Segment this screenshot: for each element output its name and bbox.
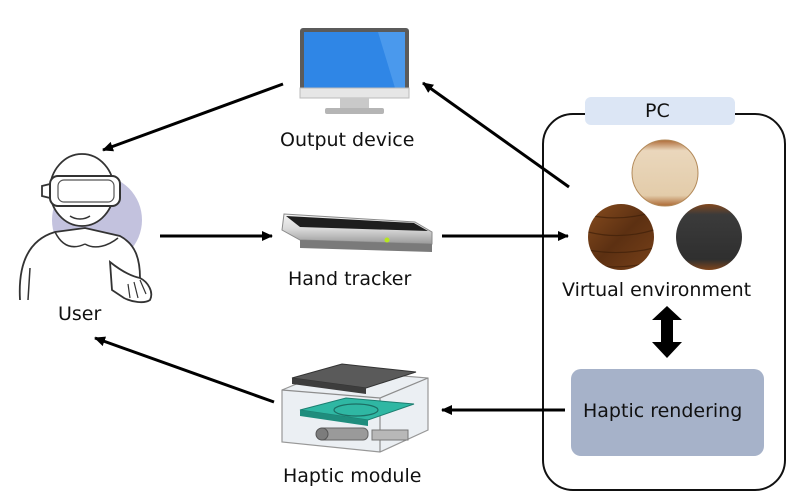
pc-tab (585, 97, 735, 125)
bidirectional-arrow (652, 306, 682, 358)
vr-user-icon (18, 153, 153, 304)
haptic-rendering-box (571, 369, 764, 456)
arrow-ve-to-output (422, 81, 570, 189)
arrow-module-to-user (94, 336, 275, 404)
virtual-environment-label: Virtual environment (562, 279, 752, 301)
haptic-module-label: Haptic module (283, 465, 422, 487)
output-device-label: Output device (280, 129, 415, 151)
arrow-output-to-user (102, 82, 284, 152)
haptic-rendering-label: Haptic rendering (583, 400, 743, 422)
pc-label: PC (645, 100, 670, 122)
user-label: User (58, 303, 102, 325)
monitor-icon (299, 28, 410, 114)
hand-tracker-device-icon (281, 213, 433, 252)
haptic-module-icon (281, 363, 429, 453)
texture-samples-icon (588, 139, 742, 270)
hand-tracker-label: Hand tracker (288, 268, 412, 290)
